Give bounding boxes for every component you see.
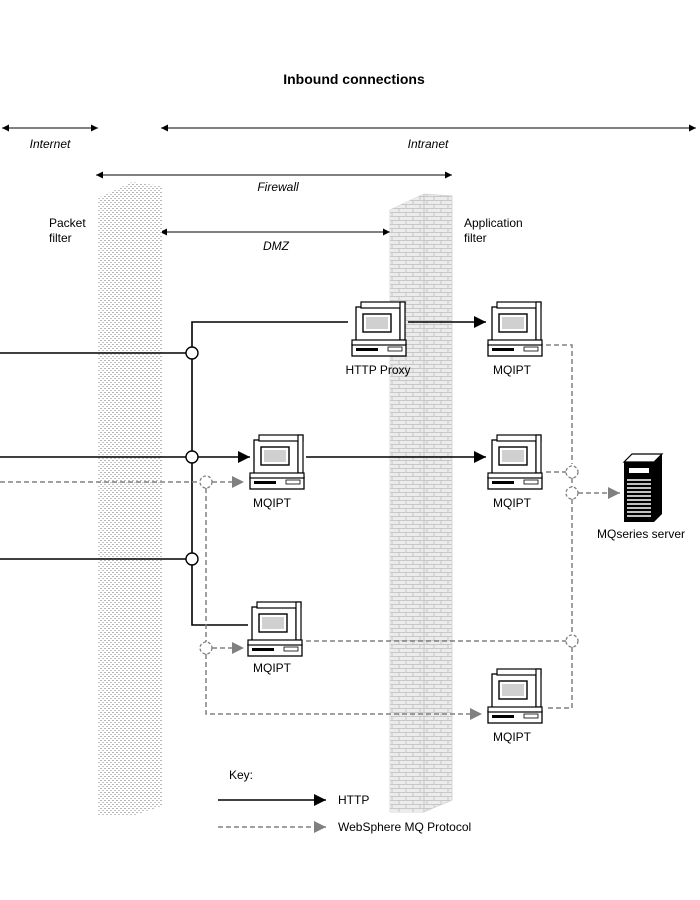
legend: Key: HTTP WebSphere MQ Protocol	[218, 768, 471, 834]
mqipt-intranet-3-label: MQIPT	[493, 730, 532, 744]
legend-http-label: HTTP	[338, 793, 369, 807]
application-filter-label-line1: Application	[464, 216, 523, 230]
mq-junctions	[199, 465, 579, 655]
http-connections	[0, 316, 486, 626]
http-proxy-label: HTTP Proxy	[345, 363, 410, 377]
firewall-label: Firewall	[257, 180, 299, 194]
mqipt-intranet-2-label: MQIPT	[493, 496, 532, 510]
application-filter-wall	[389, 193, 453, 813]
diagram-title: Inbound connections	[283, 71, 425, 87]
mqipt-intranet-3-computer-icon	[487, 668, 543, 724]
mqipt-dmz-2-label: MQIPT	[253, 661, 292, 675]
legend-mq-label: WebSphere MQ Protocol	[338, 820, 471, 834]
mqipt-dmz-2-computer-icon	[247, 601, 303, 657]
application-filter-label-line2: filter	[464, 231, 487, 245]
http-junctions	[185, 346, 199, 566]
legend-heading: Key:	[229, 768, 253, 782]
packet-filter-wall	[98, 182, 162, 816]
mqipt-dmz-1-computer-icon	[249, 434, 305, 490]
mqipt-dmz-1-label: MQIPT	[253, 496, 292, 510]
intranet-label: Intranet	[408, 137, 449, 151]
internet-label: Internet	[30, 137, 71, 151]
mqseries-server-icon	[622, 453, 664, 522]
mqseries-server-label: MQseries server	[597, 527, 685, 541]
dmz-label: DMZ	[263, 239, 290, 253]
mqipt-intranet-1-label: MQIPT	[493, 363, 532, 377]
http-proxy-computer-icon	[351, 301, 407, 357]
mqipt-intranet-2-computer-icon	[487, 434, 543, 490]
packet-filter-label-line1: Packet	[49, 216, 86, 230]
mqipt-intranet-1-computer-icon	[487, 301, 543, 357]
mq-protocol-connections	[0, 344, 620, 720]
packet-filter-label-line2: filter	[49, 231, 72, 245]
zone-arrows	[2, 124, 696, 236]
